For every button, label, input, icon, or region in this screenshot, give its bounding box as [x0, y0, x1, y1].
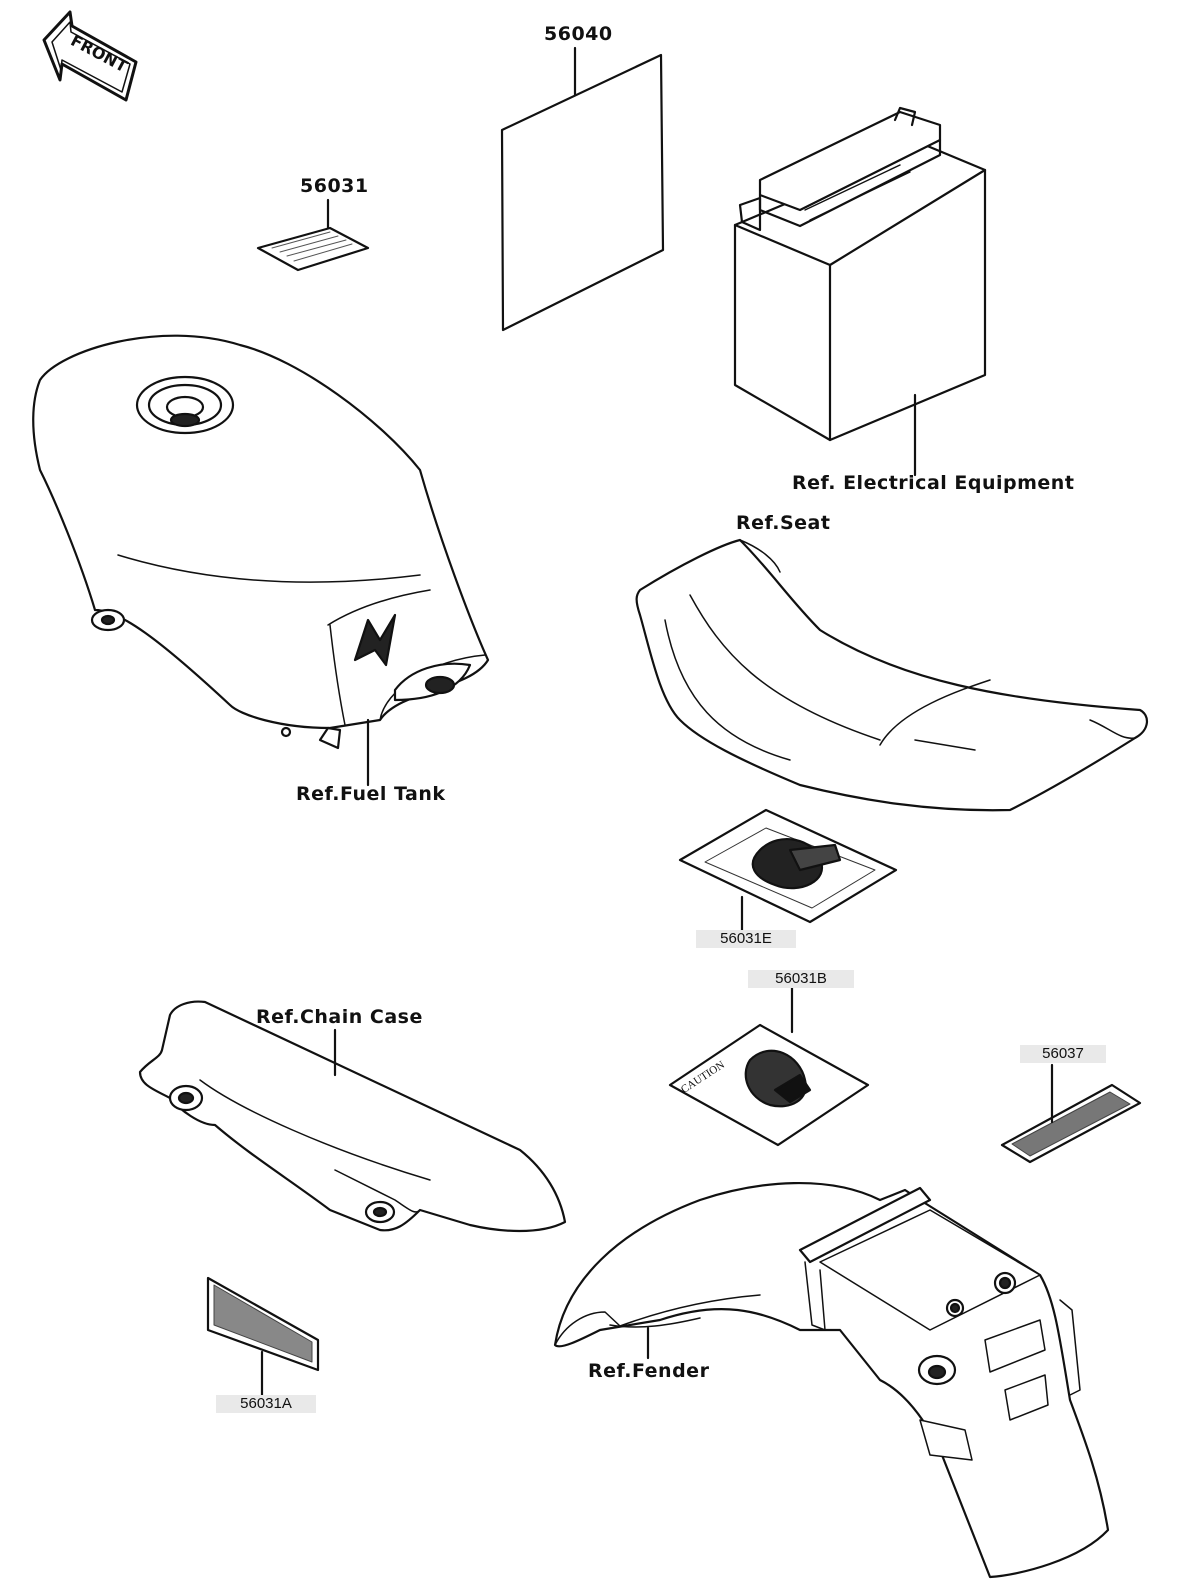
ref-fender-label: Ref.Fender	[588, 1360, 710, 1382]
part-number-56031A: 56031A	[216, 1395, 316, 1413]
part-56037-strip	[1000, 1063, 1142, 1164]
battery-illustration	[733, 106, 987, 477]
ref-seat-label: Ref.Seat	[736, 512, 831, 534]
part-56040-sheet	[500, 46, 665, 332]
part-number-56037: 56037	[1020, 1045, 1106, 1063]
part-56031E-decal	[678, 808, 898, 932]
seat-illustration	[635, 538, 1148, 812]
front-arrow-icon: FRONT	[42, 10, 138, 102]
ref-fuel-tank-label: Ref.Fuel Tank	[296, 783, 446, 805]
part-number-56040: 56040	[544, 23, 613, 45]
ref-chain-case-label: Ref.Chain Case	[256, 1006, 423, 1028]
part-number-56031: 56031	[300, 175, 369, 197]
fender-illustration	[553, 1182, 1110, 1579]
fuel-tank-illustration	[32, 334, 490, 787]
part-56031-label	[256, 198, 370, 272]
chain-case-illustration	[138, 1000, 567, 1233]
part-number-56031B: 56031B	[748, 970, 854, 988]
part-number-56031E: 56031E	[696, 930, 796, 948]
part-56031A-label	[206, 1276, 320, 1397]
part-56031B-caution-decal: CAUTION	[668, 986, 870, 1147]
ref-electrical-equipment-label: Ref. Electrical Equipment	[792, 472, 1075, 494]
